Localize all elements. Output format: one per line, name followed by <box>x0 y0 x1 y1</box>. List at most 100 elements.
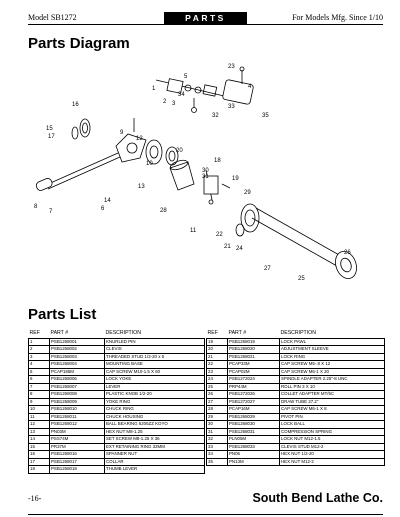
cell-ref: 5 <box>28 367 50 376</box>
callout-33: 33 <box>228 104 235 110</box>
ref-header: REF <box>29 330 40 337</box>
cell-ref: 19 <box>206 337 228 346</box>
cell-desc: ROLL PIN 3 X 10 <box>279 382 385 391</box>
callout-12: 12 <box>136 136 143 142</box>
cell-desc: CAP SCREW M10-1.5 X 60 <box>104 367 205 376</box>
callout-8: 8 <box>34 204 38 210</box>
cell-desc: CLEVIS <box>104 345 205 354</box>
cell-part: PLN05M <box>227 435 280 444</box>
section-badge: PARTS <box>164 12 247 24</box>
callout-23: 23 <box>228 64 235 70</box>
callout-11: 11 <box>190 228 197 234</box>
cell-desc: LOCK RING <box>279 352 385 361</box>
callout-24: 24 <box>236 246 243 252</box>
callout-3: 3 <box>172 101 176 107</box>
cell-part: PSB1272027 <box>227 397 280 406</box>
callout-14: 14 <box>104 198 111 204</box>
footer-rule <box>28 514 383 515</box>
ref-header: REF <box>207 330 218 337</box>
cell-ref: 25 <box>206 382 228 391</box>
cell-ref: 20 <box>206 345 228 354</box>
callout-20: 20 <box>176 148 183 154</box>
callout-31: 31 <box>202 174 209 180</box>
part-header: PART # <box>228 330 247 337</box>
cell-desc: CAP SCREW M6-1 X 20 <box>279 367 385 376</box>
cell-ref: 16 <box>28 450 50 459</box>
cell-ref: 11 <box>28 412 50 421</box>
cell-part: PCAP16M <box>227 405 280 414</box>
cell-part: PSB1268009 <box>49 397 105 406</box>
cell-part: PSB1268008 <box>49 390 105 399</box>
cell-ref: 30 <box>206 420 228 429</box>
cell-ref: 29 <box>206 412 228 421</box>
callout-15: 15 <box>46 126 53 132</box>
callout-22: 22 <box>216 232 223 238</box>
page-header: Model SB1272 PARTS For Models Mfg. Since… <box>28 12 383 25</box>
callout-32: 32 <box>212 113 219 119</box>
desc-header: DESCRIPTION <box>280 330 316 337</box>
callout-21: 21 <box>224 244 231 250</box>
cell-ref: 9 <box>28 397 50 406</box>
cell-part: PN05 <box>227 450 280 459</box>
cell-desc: MOUNTING BASE <box>104 360 205 369</box>
callout-29: 29 <box>244 190 251 196</box>
cell-desc: YOKE RING <box>104 397 205 406</box>
callout-4: 4 <box>248 84 252 90</box>
cell-ref: 13 <box>28 427 50 436</box>
cell-part: PSB1268010 <box>49 405 105 414</box>
cell-desc: COLLAR <box>104 457 205 466</box>
cell-desc: CAP SCREW M5-.8 X 12 <box>279 360 385 369</box>
cell-desc: KNURLED PIN <box>104 337 205 346</box>
callout-7: 7 <box>49 209 53 215</box>
cell-ref: 32 <box>206 435 228 444</box>
cell-ref: 10 <box>28 405 50 414</box>
callout-9: 9 <box>120 130 124 136</box>
cell-part: PR37M <box>49 442 105 451</box>
cell-desc: HEX NUT 1/2-20 <box>279 450 385 459</box>
parts-list-title: Parts List <box>28 306 97 323</box>
cell-desc: HEX NUT M12-2 <box>279 457 385 466</box>
cell-ref: 18 <box>28 465 50 474</box>
callout-27: 27 <box>264 266 271 272</box>
callout-19: 19 <box>232 176 239 182</box>
cell-part: PSB1268029 <box>227 412 280 421</box>
cell-ref: 3 <box>28 352 50 361</box>
callout-6: 6 <box>101 206 105 212</box>
cell-desc: ADJUSTMENT SLEEVE <box>279 345 385 354</box>
cell-ref: 34 <box>206 450 228 459</box>
parts-diagram: 1 2 3 34 5 4 23 6 7 8 9 10 11 12 13 14 1… <box>34 64 357 282</box>
cell-ref: 28 <box>206 405 228 414</box>
models-label: For Models Mfg. Since 1/10 <box>292 13 383 22</box>
cell-desc: LOCK BALL <box>279 420 385 429</box>
cell-part: PSB1268016 <box>49 450 105 459</box>
cell-part: PRP44M <box>227 382 280 391</box>
cell-part: PSB1268004 <box>49 360 105 369</box>
callout-26: 26 <box>344 250 351 256</box>
cell-part: PSB1268001 <box>49 337 105 346</box>
cell-part: PSB1268017 <box>49 457 105 466</box>
diagram-callouts: 1 2 3 34 5 4 23 6 7 8 9 10 11 12 13 14 1… <box>34 64 351 282</box>
cell-desc: CHUCK HOUSING <box>104 412 205 421</box>
cell-desc: EXT RETAINING RING 32MM <box>104 442 205 451</box>
callout-1: 1 <box>152 86 156 92</box>
cell-desc: LOCK YOKE <box>104 375 205 384</box>
cell-part: PSB1268019 <box>227 337 280 346</box>
cell-desc: SET SCREW M8-1.25 X 36 <box>104 435 205 444</box>
